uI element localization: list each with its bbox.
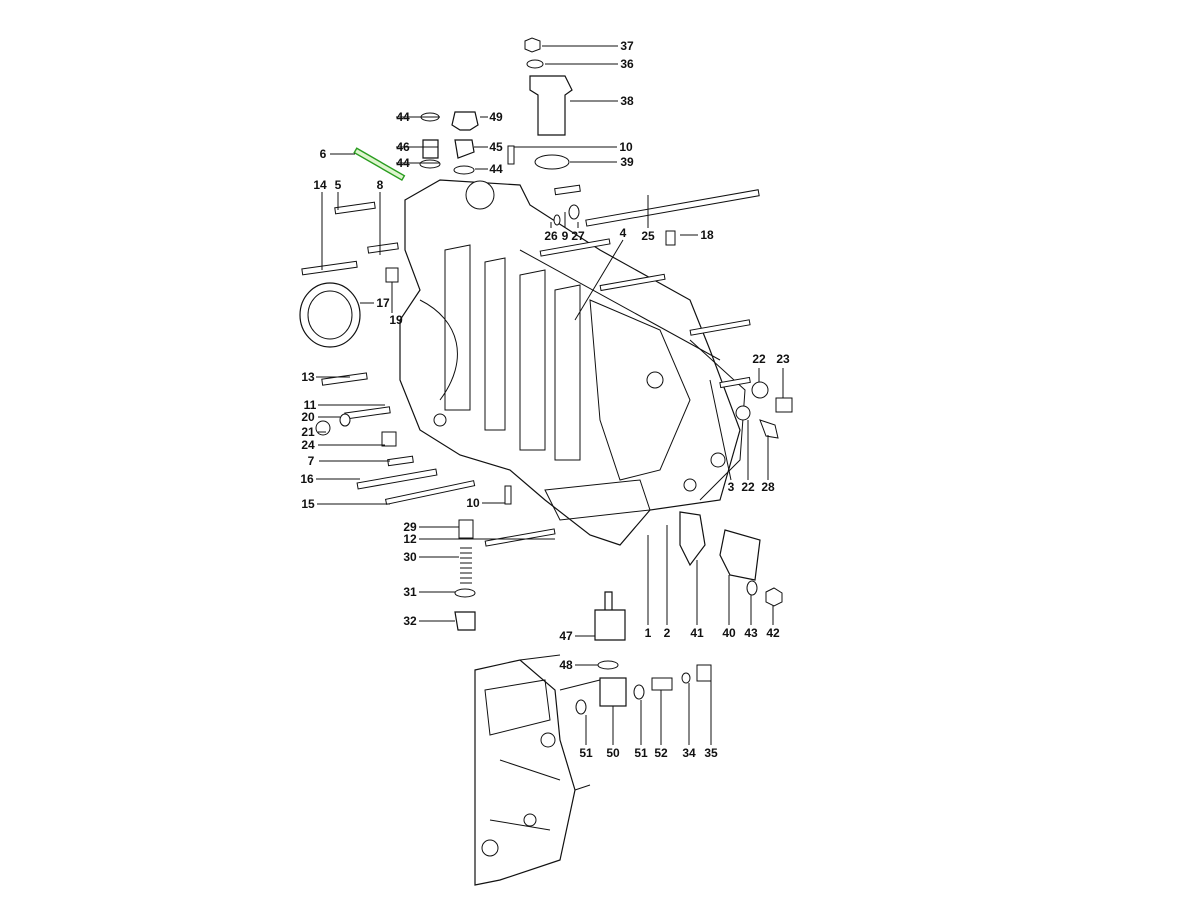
callout-29: 29 [403,520,417,534]
callout-44: 44 [489,162,503,176]
studs [301,145,760,547]
callout-45: 45 [489,140,503,154]
callout-4: 4 [620,226,627,240]
callout-44: 44 [396,110,410,124]
callout-23: 23 [776,352,790,366]
callout-39: 39 [620,155,634,169]
callout-2: 2 [664,626,671,640]
callout-46: 46 [396,140,410,154]
callout-5: 5 [335,178,342,192]
callout-18: 18 [700,228,714,242]
callout-26: 26 [544,229,558,243]
callout-52: 52 [654,746,668,760]
callout-10: 10 [619,140,633,154]
callout-44: 44 [396,156,410,170]
callout-7: 7 [308,454,315,468]
crankcase-lower-view [474,654,601,886]
callout-34: 34 [682,746,696,760]
callout-15: 15 [301,497,315,511]
callout-14: 14 [313,178,327,192]
callout-38: 38 [620,94,634,108]
callout-31: 31 [403,585,417,599]
callout-21: 21 [301,425,315,439]
callout-50: 50 [606,746,620,760]
callout-30: 30 [403,550,417,564]
callout-27: 27 [571,229,585,243]
callout-labels: 37 36 38 49 44 46 45 10 6 44 44 39 14 5 … [300,39,790,760]
callout-19: 19 [389,313,403,327]
callout-9: 9 [562,229,569,243]
callout-32: 32 [403,614,417,628]
callout-16: 16 [300,472,314,486]
callout-35: 35 [704,746,718,760]
callout-36: 36 [620,57,634,71]
callout-10: 10 [466,496,480,510]
callout-17: 17 [376,296,390,310]
callout-49: 49 [489,110,503,124]
callout-3: 3 [728,480,735,494]
callout-40: 40 [722,626,736,640]
leader-lines [316,45,784,745]
callout-13: 13 [301,370,315,384]
callout-20: 20 [301,410,315,424]
callout-6: 6 [320,147,327,161]
callout-51: 51 [579,746,593,760]
callout-47: 47 [559,629,573,643]
callout-12: 12 [403,532,417,546]
callout-42: 42 [766,626,780,640]
small-parts [299,37,793,715]
callout-8: 8 [377,178,384,192]
callout-41: 41 [690,626,704,640]
callout-25: 25 [641,229,655,243]
callout-24: 24 [301,438,315,452]
callout-22: 22 [741,480,755,494]
highlighted-stud-6 [353,147,406,182]
callout-1: 1 [645,626,652,640]
callout-28: 28 [761,480,775,494]
callout-51: 51 [634,746,648,760]
crankcase-half [399,179,746,546]
callout-37: 37 [620,39,634,53]
callout-43: 43 [744,626,758,640]
callout-48: 48 [559,658,573,672]
callout-22: 22 [752,352,766,366]
callout-11: 11 [304,398,317,412]
